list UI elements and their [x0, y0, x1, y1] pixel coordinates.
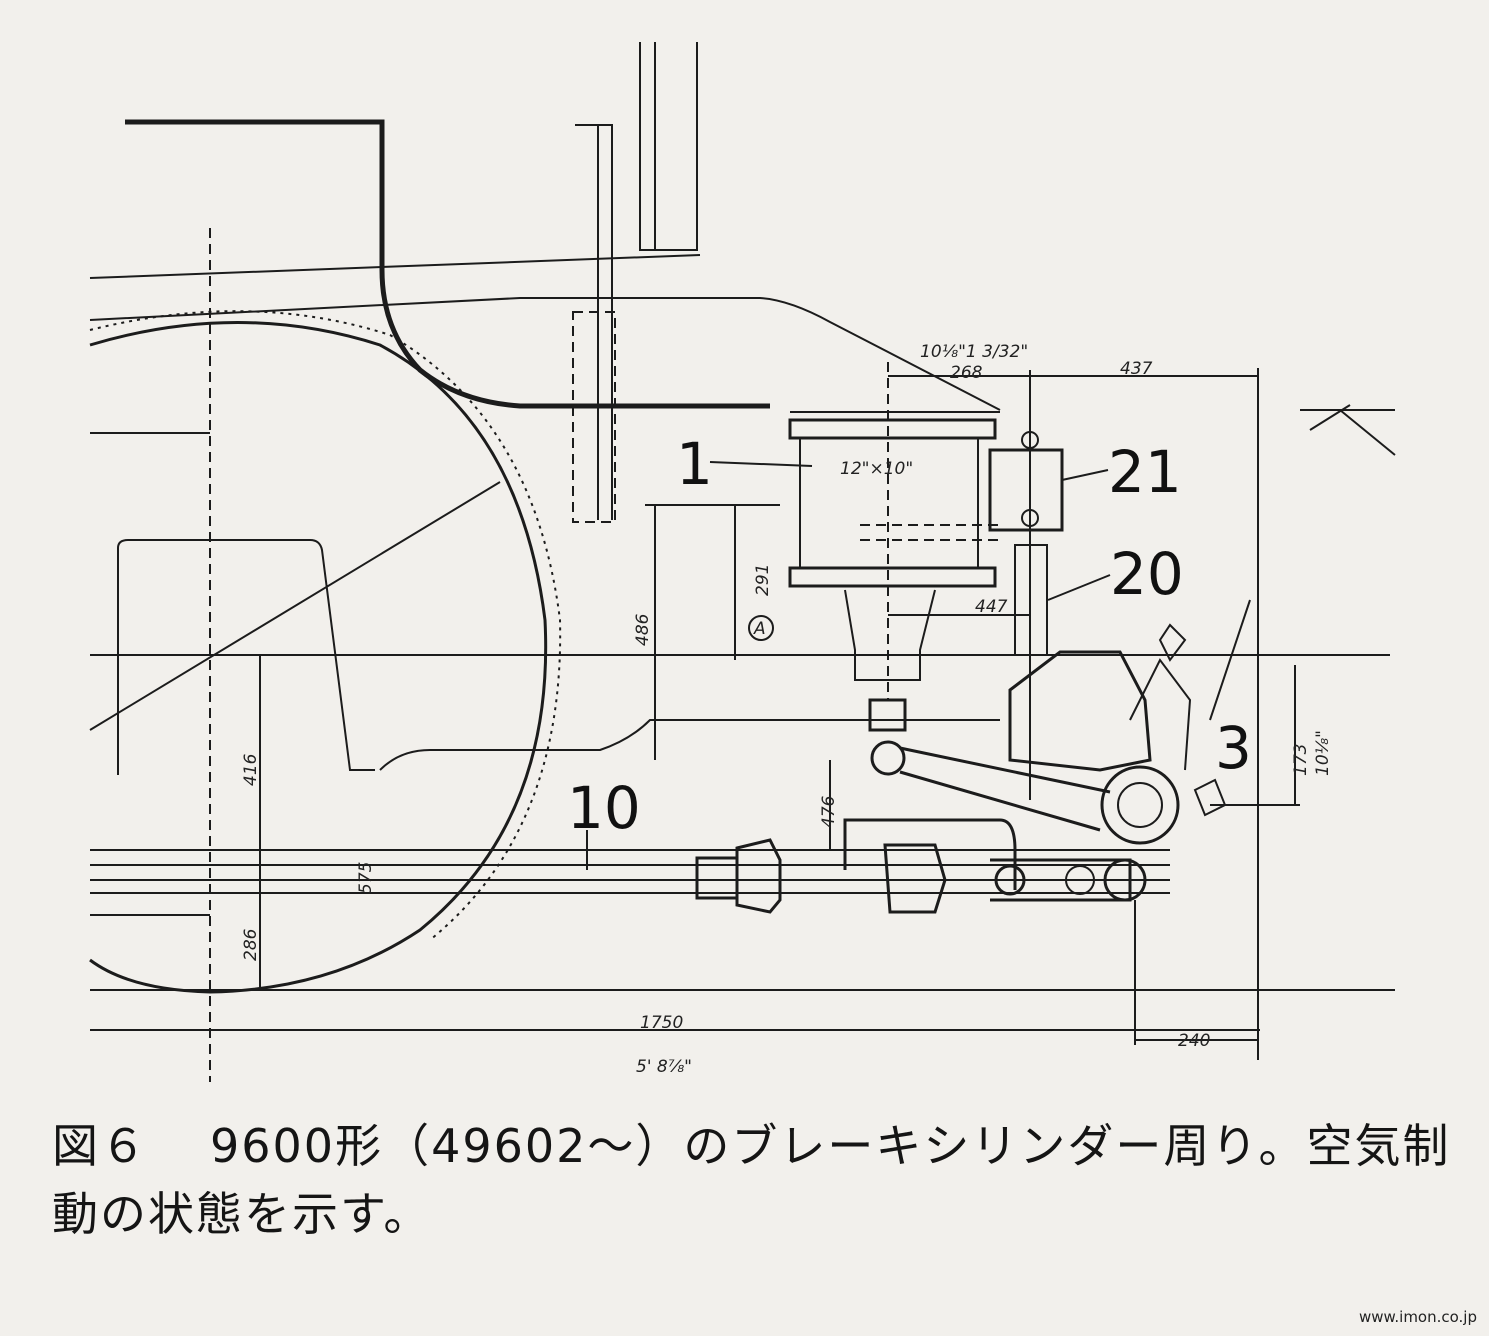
- dim-291: 291: [753, 564, 773, 596]
- frame-lines: [89, 119, 1395, 1031]
- dim-5-8: 5' 8⅞": [636, 1057, 692, 1077]
- rod-20: [1014, 544, 1048, 656]
- caption-text: 9600形（49602～）のブレーキシリンダー周り。空気制動の状態を示す。: [52, 1119, 1451, 1241]
- callout-20: 20: [1110, 540, 1184, 608]
- dim-173: 173: [1291, 744, 1311, 776]
- figure-label: 図６: [52, 1119, 148, 1173]
- dim-416: 416: [241, 753, 261, 786]
- dim-476: 476: [819, 795, 839, 828]
- dim-437: 437: [1120, 359, 1153, 379]
- callout-leaders: [586, 461, 1111, 870]
- dim-286: 286: [241, 928, 261, 961]
- dim-240: 240: [1178, 1031, 1210, 1051]
- bracket-21: [988, 370, 1064, 800]
- connecting-link: [868, 698, 1111, 832]
- brake-cylinder-drawing: 1 21 20 3 10 10⅛"1 3/32" 268 437 12"×10"…: [89, 42, 1396, 1082]
- dim-108: 10⅛": [1313, 730, 1333, 776]
- callout-21: 21: [1108, 438, 1182, 506]
- driving-wheel: [89, 228, 562, 1082]
- dim-1750: 1750: [640, 1013, 683, 1033]
- dimension-lines: [259, 368, 1396, 1060]
- callout-1: 1: [676, 430, 713, 498]
- pull-rod-10: [695, 818, 1147, 914]
- callout-10: 10: [567, 774, 641, 842]
- dim-447: 447: [975, 597, 1008, 617]
- vertical-pipes: [572, 42, 698, 523]
- dim-a-circle: [748, 615, 774, 641]
- callout-3: 3: [1215, 714, 1252, 782]
- dim-486: 486: [633, 613, 653, 646]
- brake-cylinder: [788, 362, 1000, 700]
- dim-10-1-32: 10⅛"1 3/32": [920, 342, 1028, 362]
- watermark-text: www.imon.co.jp: [1358, 1308, 1477, 1326]
- dim-268: 268: [950, 363, 983, 383]
- dim-12x10: 12"×10": [840, 459, 913, 479]
- dim-575: 575: [356, 862, 376, 894]
- dim-a: A: [753, 619, 766, 639]
